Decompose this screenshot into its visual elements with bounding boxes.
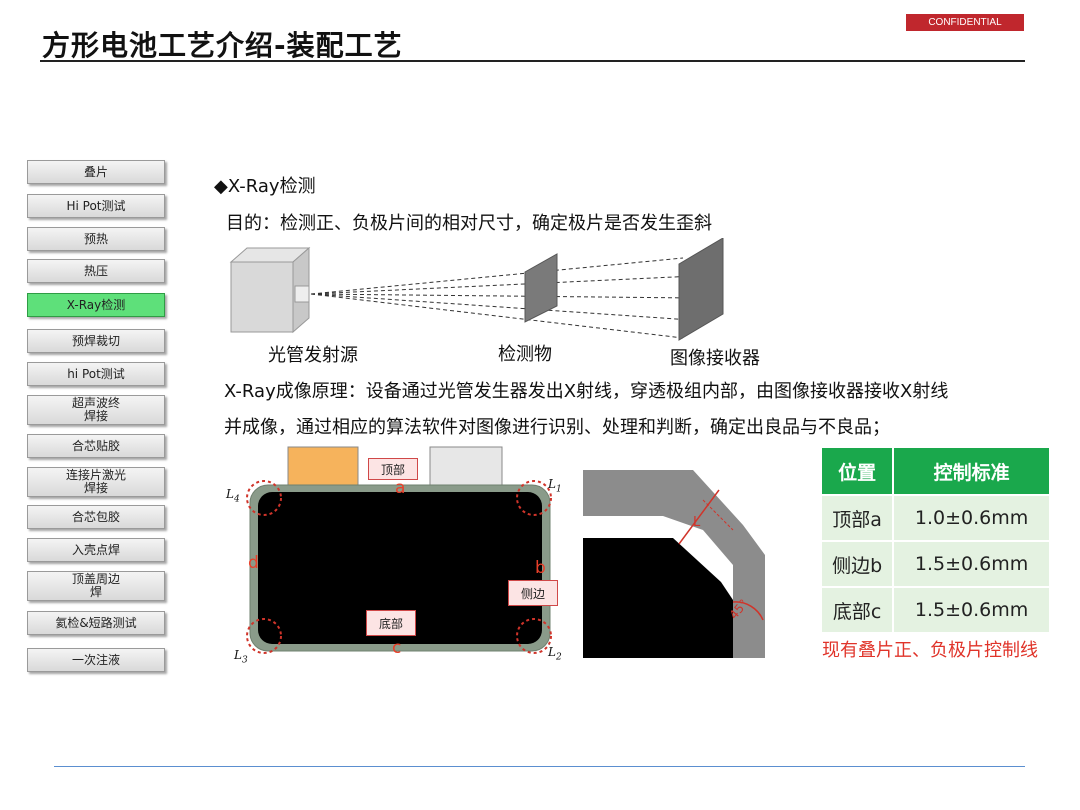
corner-marker-l3	[246, 618, 282, 654]
cell-standard: 1.5±0.6mm	[892, 540, 1051, 588]
corner-label-l4: L4	[226, 487, 240, 505]
sidebar-item-core-tape[interactable]: 合芯贴胶	[27, 434, 165, 458]
principle-text-line2: 并成像，通过相应的算法软件对图像进行识别、处理和判断，确定出良品与不良品；	[224, 417, 890, 438]
xray-setup-diagram	[229, 238, 724, 341]
dimension-label: L	[693, 515, 701, 530]
source-nozzle	[294, 285, 310, 303]
core-detail	[583, 538, 733, 658]
sidebar-item-preheat[interactable]: 预热	[27, 227, 165, 251]
test-object-plate	[524, 253, 558, 323]
cell-standard: 1.5±0.6mm	[892, 586, 1051, 634]
corner-label-l3: L3	[234, 648, 248, 666]
header-position: 位置	[819, 446, 895, 496]
table-row: 底部c 1.5±0.6mm	[819, 586, 1051, 634]
sidebar-item-laser-weld[interactable]: 连接片激光焊接	[27, 467, 165, 497]
letter-c: c	[392, 638, 402, 658]
anode-tab	[429, 446, 503, 488]
sidebar-item-preweld-cut[interactable]: 预焊裁切	[27, 329, 165, 353]
control-standard-table: 位置 控制标准 顶部a 1.0±0.6mm 侧边b 1.5±0.6mm 底部c …	[819, 446, 1051, 634]
table-row: 侧边b 1.5±0.6mm	[819, 540, 1051, 588]
sidebar-item-core-wrap[interactable]: 合芯包胶	[27, 505, 165, 529]
cell-position: 底部c	[819, 586, 895, 634]
table-row: 顶部a 1.0±0.6mm	[819, 494, 1051, 542]
principle-text-line1: X-Ray成像原理：设备通过光管发生器发出X射线，穿透极组内部，由图像接收器接收…	[224, 381, 949, 402]
angle-arc	[732, 601, 764, 621]
object-label: 检测物	[498, 344, 552, 365]
sidebar-item-case-spot-weld[interactable]: 入壳点焊	[27, 538, 165, 562]
corner-detail-diagram: L 45°	[583, 470, 765, 658]
letter-d: d	[248, 553, 259, 573]
sidebar-item-ultrasonic-weld[interactable]: 超声波终焊接	[27, 395, 165, 425]
confidential-badge: CONFIDENTIAL	[906, 14, 1024, 31]
sidebar-item-hipot-test-2[interactable]: hi Pot测试	[27, 362, 165, 386]
tag-top: 顶部	[368, 458, 418, 480]
control-note: 现有叠片正、负极片控制线	[822, 640, 1038, 661]
tag-bottom: 底部	[366, 610, 416, 636]
corner-label-l1: L1	[548, 477, 562, 495]
footer-divider	[54, 766, 1025, 767]
cathode-tab	[287, 446, 359, 488]
corner-marker-l1	[516, 480, 552, 516]
title-divider	[40, 60, 1025, 62]
outer-layer-detail	[583, 470, 765, 658]
letter-b: b	[535, 558, 546, 578]
letter-a: a	[395, 478, 406, 498]
corner-label-l2: L2	[548, 645, 562, 663]
section-heading: ◆X-Ray检测	[214, 176, 316, 197]
receiver-label: 图像接收器	[670, 348, 760, 369]
purpose-text: 目的：检测正、负极片间的相对尺寸，确定极片是否发生歪斜	[226, 213, 712, 234]
header-standard: 控制标准	[892, 446, 1051, 496]
corner-marker-l2	[516, 618, 552, 654]
cell-core	[258, 492, 542, 644]
dimension-guide	[702, 499, 734, 531]
corner-marker-l4	[246, 480, 282, 516]
dimension-line	[678, 489, 720, 545]
cell-xray-diagram	[246, 446, 552, 654]
table-header-row: 位置 控制标准	[819, 446, 1051, 496]
cell-standard: 1.0±0.6mm	[892, 494, 1051, 542]
sidebar-item-hot-press[interactable]: 热压	[27, 259, 165, 283]
sidebar-item-first-injection[interactable]: 一次注液	[27, 648, 165, 672]
source-label: 光管发射源	[268, 345, 358, 366]
page-title: 方形电池工艺介绍-装配工艺	[42, 29, 403, 62]
sidebar-item-hipot-test[interactable]: Hi Pot测试	[27, 194, 165, 218]
sidebar-item-stacking[interactable]: 叠片	[27, 160, 165, 184]
sidebar-item-xray[interactable]: X-Ray检测	[27, 293, 165, 317]
tag-side: 侧边	[508, 580, 558, 606]
cell-position: 顶部a	[819, 494, 895, 542]
sidebar-item-cap-perimeter-weld[interactable]: 顶盖周边焊	[27, 571, 165, 601]
cell-position: 侧边b	[819, 540, 895, 588]
image-receiver-plate	[678, 238, 724, 341]
xray-beams	[310, 257, 696, 339]
source-cube-front	[230, 261, 294, 333]
sidebar-item-helium-short-test[interactable]: 氦检&短路测试	[27, 611, 165, 635]
